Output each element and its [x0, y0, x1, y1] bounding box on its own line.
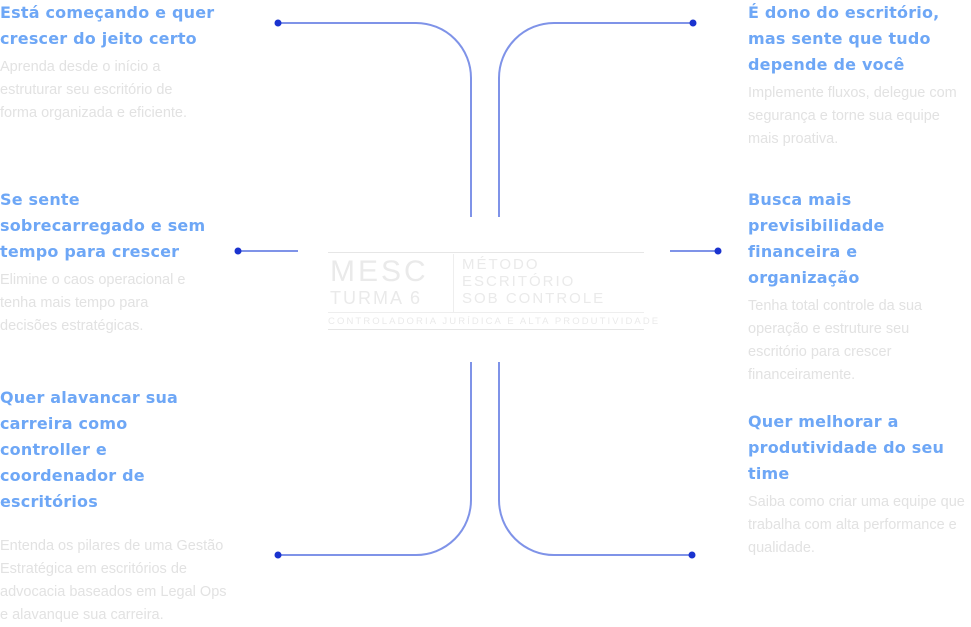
dot-bottom-left [274, 551, 282, 559]
item-productivity: Quer melhorar a produtividade do seu tim… [748, 409, 971, 560]
connector-lines [234, 19, 722, 559]
logo-line3: SOB CONTROLE [462, 290, 606, 307]
mesc-logo: MESC TURMA 6 MÉTODO ESCRITÓRIO SOB CONTR… [328, 252, 658, 332]
item-overloaded: Se sente sobrecarregado e sem tempo para… [0, 187, 235, 338]
dot-top-right [689, 19, 697, 27]
item-title: Está começando e quer crescer do jeito c… [0, 3, 215, 48]
item-text: Aprenda desde o início a estruturar seu … [0, 59, 187, 121]
dot-mid-right [714, 247, 722, 255]
logo-method: MÉTODO ESCRITÓRIO SOB CONTROLE [462, 256, 605, 307]
line-top-right [498, 22, 692, 217]
item-title: Busca mais previsibilidade financeira e … [748, 190, 885, 287]
item-title: É dono do escritório, mas sente que tudo… [748, 3, 940, 74]
item-text: Tenha total controle da sua operação e e… [748, 298, 923, 383]
item-text: Elimine o caos operacional e tenha mais … [0, 272, 186, 334]
logo-brand: MESC [330, 255, 429, 288]
logo-tagline: CONTROLADORIA JURÍDICA E ALTA PRODUTIVID… [328, 316, 661, 327]
item-starting: Está começando e quer crescer do jeito c… [0, 0, 235, 125]
item-title: Se sente sobrecarregado e sem tempo para… [0, 190, 206, 261]
item-title: Quer alavancar sua carreira como control… [0, 388, 179, 511]
item-finance: Busca mais previsibilidade financeira e … [748, 187, 971, 387]
item-owner: É dono do escritório, mas sente que tudo… [748, 0, 971, 151]
item-career: Quer alavancar sua carreira como control… [0, 385, 235, 627]
logo-line1: MÉTODO [462, 256, 540, 273]
line-top-left [278, 22, 472, 217]
item-text: Saiba como criar uma equipe que trabalha… [748, 494, 965, 556]
logo-line2: ESCRITÓRIO [462, 273, 576, 290]
dot-mid-left [234, 247, 242, 255]
item-text: Entenda os pilares de uma Gestão Estraté… [0, 538, 227, 623]
logo-edition: TURMA 6 [330, 288, 423, 308]
item-text: Implemente fluxos, delegue com segurança… [748, 85, 957, 147]
dot-bottom-right [688, 551, 696, 559]
dot-top-left [274, 19, 282, 27]
item-title: Quer melhorar a produtividade do seu tim… [748, 412, 945, 483]
line-bottom-right [498, 362, 692, 556]
line-bottom-left [278, 362, 472, 556]
